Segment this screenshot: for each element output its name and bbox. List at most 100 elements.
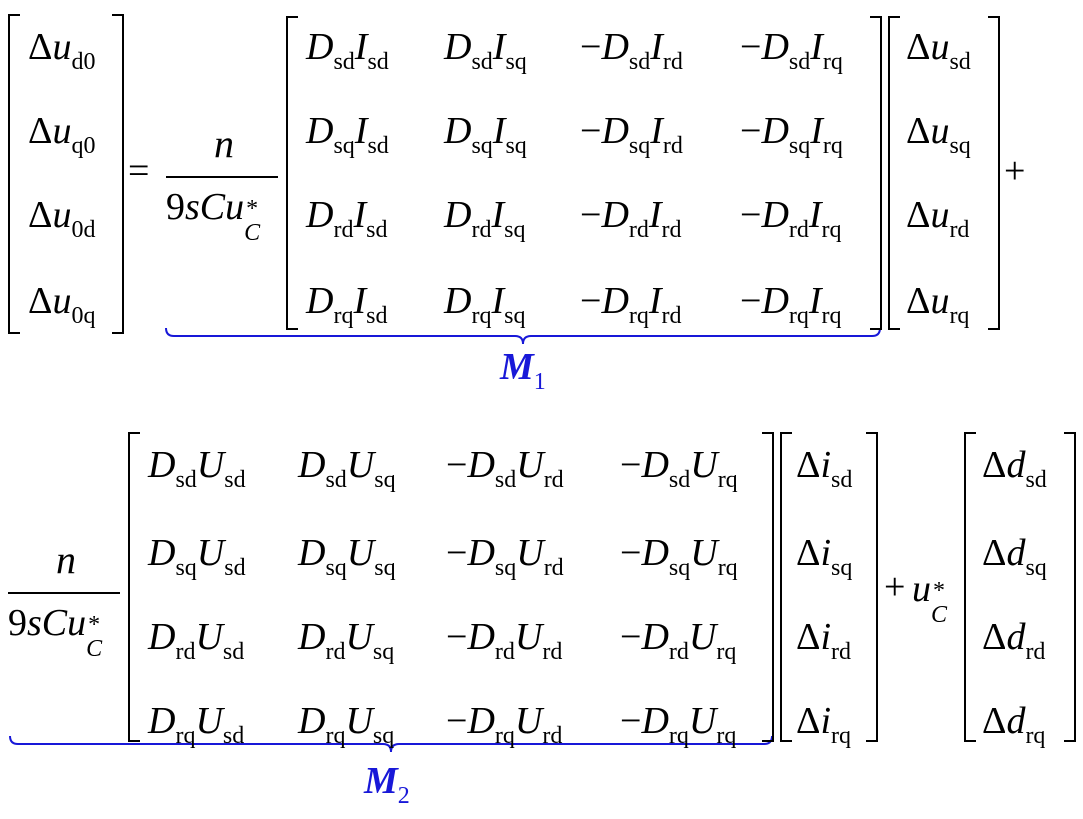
D-symbol: D (641, 532, 669, 574)
vec3-entry: Δdsd (982, 444, 1047, 492)
subscript: rq (1025, 723, 1046, 749)
lhs-left-bracket (8, 14, 20, 334)
subscript: sd (831, 467, 853, 493)
C-symbol: C (41, 602, 68, 644)
row-subscript: sd (333, 49, 355, 75)
D-symbol: D (306, 280, 334, 322)
col-subscript: rq (822, 133, 843, 159)
var-symbol: U (196, 444, 225, 486)
row-subscript: sq (494, 555, 517, 581)
var-symbol: U (195, 700, 223, 742)
var-symbol: U (516, 444, 544, 486)
col-subscript: rq (822, 49, 843, 75)
vec3-right-bracket (1064, 432, 1076, 742)
vec1-entry: Δusd (906, 26, 971, 74)
col-subscript: sq (504, 217, 526, 243)
var-symbol: I (810, 26, 823, 68)
m1-entry: DrdIsd (306, 196, 387, 242)
m2-entry: DrdUsq (298, 618, 394, 664)
plus-sign: + (884, 566, 906, 608)
var-symbol: U (690, 444, 718, 486)
delta-symbol: Δ (28, 26, 53, 68)
m1-left-bracket (286, 16, 298, 330)
variable: u (930, 26, 950, 68)
vec1-left-bracket (888, 16, 900, 330)
row-subscript: rd (333, 217, 354, 243)
col-subscript: sd (224, 555, 246, 581)
col-subscript: rd (542, 639, 563, 665)
minus-sign: − (740, 194, 762, 236)
vec1-right-bracket (988, 16, 1000, 330)
delta-symbol: Δ (906, 280, 931, 322)
subscript: 0d (71, 217, 96, 243)
m1-entry: DrqIsq (444, 282, 525, 328)
var-symbol: U (690, 532, 718, 574)
fraction-bottom-numerator: n (56, 537, 76, 582)
row-subscript: rd (668, 639, 689, 665)
fraction-top-bar (166, 176, 278, 178)
row-subscript: sq (325, 555, 347, 581)
minus-sign: − (446, 616, 468, 658)
subscript: sq (831, 555, 853, 581)
m1-entry: DsdIsq (444, 26, 527, 74)
D-symbol: D (601, 110, 629, 152)
col-subscript: sd (222, 723, 245, 749)
D-symbol: D (601, 280, 629, 322)
D-symbol: D (761, 280, 789, 322)
m2-entry: −DsqUrq (620, 532, 738, 580)
minus-sign: − (620, 444, 642, 486)
delta-symbol: Δ (796, 616, 821, 658)
var-symbol: U (346, 532, 375, 574)
m2-label: M2 (364, 762, 410, 808)
subscript: q0 (71, 133, 96, 159)
m1-label: M1 (500, 348, 546, 394)
minus-sign: − (620, 700, 642, 742)
superscript: * (933, 578, 945, 604)
row-subscript: sd (175, 467, 197, 493)
D-symbol: D (601, 26, 629, 68)
D-symbol: D (148, 616, 176, 658)
variable: u (930, 194, 950, 236)
m2-entry: −DrdUrd (446, 616, 562, 664)
col-subscript: sq (374, 555, 396, 581)
coef: 9 (8, 602, 27, 644)
s-symbol: s (27, 602, 42, 644)
delta-symbol: Δ (796, 700, 821, 742)
u-symbol: u (225, 186, 245, 228)
delta-symbol: Δ (982, 444, 1007, 486)
equals-sign: = (128, 150, 150, 192)
var-symbol: I (492, 110, 506, 152)
superscript: * (88, 612, 101, 638)
m2-underbrace (9, 735, 773, 753)
subscript: 0q (71, 303, 96, 329)
row-subscript: sd (471, 49, 493, 75)
var-symbol: U (688, 616, 717, 658)
D-symbol: D (444, 26, 472, 68)
vec2-entry: Δisq (796, 532, 852, 580)
vec1-entry: Δusq (906, 112, 971, 158)
D-symbol: D (761, 110, 789, 152)
var-symbol: I (491, 194, 505, 236)
variable: d (1006, 532, 1026, 574)
m1-entry: DrqIsd (306, 280, 387, 328)
m2-entry: DrqUsq (298, 702, 394, 748)
delta-symbol: Δ (796, 532, 821, 574)
m1-entry: −DsqIrq (740, 110, 843, 158)
minus-sign: − (740, 110, 762, 152)
m2-right-bracket (762, 432, 774, 742)
m1-entry: DsqIsq (444, 110, 527, 158)
col-subscript: rd (662, 133, 683, 159)
minus-sign: − (740, 280, 762, 322)
vec2-entry: Δisd (796, 446, 852, 492)
C-symbol: C (199, 186, 226, 228)
var-symbol: U (514, 616, 543, 658)
row-subscript: rq (471, 303, 492, 329)
vec1-entry: Δurq (906, 280, 969, 328)
m2-entry: DsdUsd (148, 444, 246, 492)
minus-sign: − (446, 532, 468, 574)
row-subscript: sq (333, 133, 355, 159)
row-subscript: rq (668, 723, 689, 749)
var-symbol: I (650, 26, 663, 68)
row-subscript: sq (175, 555, 197, 581)
minus-sign: − (580, 280, 602, 322)
